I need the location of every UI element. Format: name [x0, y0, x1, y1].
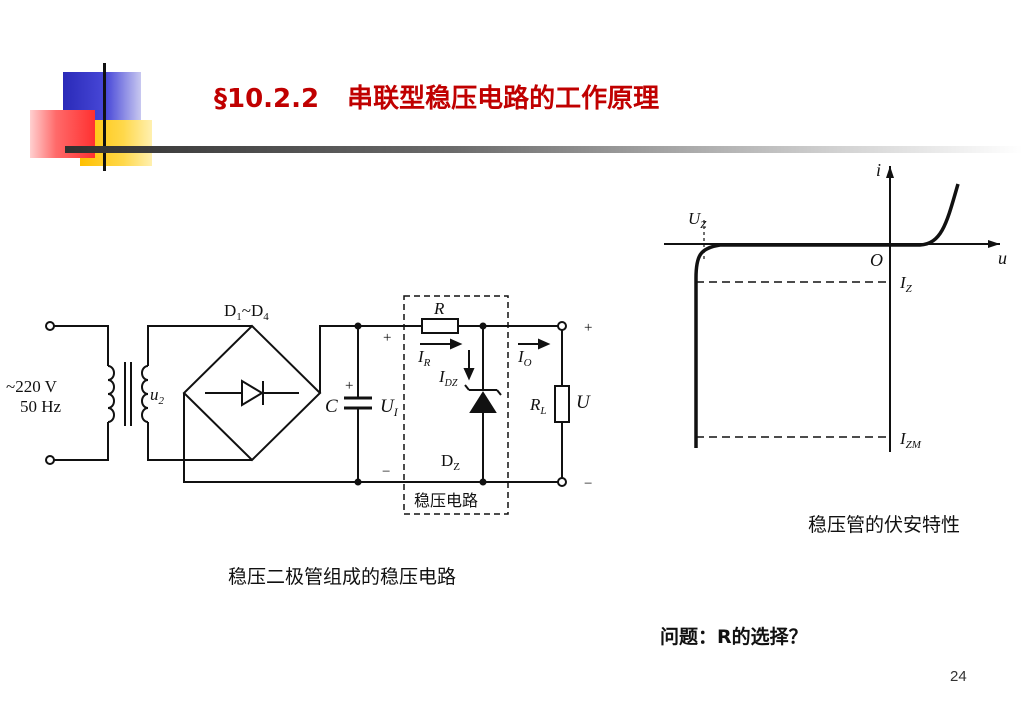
input-voltage-label: UI [380, 396, 399, 419]
plus-sign-top: + [383, 330, 391, 346]
secondary-voltage-label: u2 [150, 385, 165, 407]
iz-label: IZ [899, 273, 913, 295]
secondary-coil [141, 365, 149, 423]
load-resistor-label: RL [529, 395, 547, 417]
capacitor-label: C [325, 396, 338, 417]
bridge-rectifier [182, 324, 322, 462]
resistor-r-label: R [433, 299, 445, 318]
title-underline [65, 146, 1023, 153]
junction-dot [354, 478, 362, 486]
primary-coil [107, 365, 115, 423]
junction-dot [479, 478, 487, 486]
circuit-caption: 稳压二极管组成的稳压电路 [228, 566, 457, 588]
junction-dot [479, 322, 487, 330]
regulator-dashed-box [403, 295, 509, 515]
positive-rail-left [319, 325, 422, 393]
u-axis-label: u [998, 248, 1007, 268]
capacitor-plus-sign: + [345, 378, 353, 394]
resistor-r [421, 318, 459, 334]
section-number: §10.2.2 [214, 84, 320, 114]
io-label: IO [517, 347, 532, 369]
vi-curve [694, 183, 960, 448]
zener-diode-symbol [469, 391, 497, 413]
input-terminal-top [45, 321, 55, 331]
idz-label: IDZ [438, 367, 458, 389]
zener-vi-characteristic-diagram: i u O UZ IZ IZM [664, 160, 1007, 452]
i-axis-label: i [876, 160, 881, 180]
output-minus-sign: − [584, 476, 592, 492]
output-plus-sign: + [584, 320, 592, 336]
zener-label: DZ [441, 451, 460, 473]
title-text: 串联型稳压电路的工作原理 [347, 84, 660, 114]
minus-sign-bottom: − [382, 464, 390, 480]
vi-curve-caption: 稳压管的伏安特性 [808, 514, 961, 536]
input-terminal-bottom [45, 455, 55, 465]
primary-wires [54, 325, 109, 461]
regulator-box-label: 稳压电路 [414, 491, 478, 510]
uz-label: UZ [688, 209, 707, 231]
page-number: 24 [950, 668, 967, 685]
source-voltage-label: ~220 V [6, 377, 58, 396]
output-terminal-bottom [557, 477, 567, 487]
regulator-circuit-diagram: ~220 V 50 Hz u2 D1~D4 C + UI + − R IR ID… [6, 295, 592, 515]
question-text: 问题：R的选择？ [660, 626, 808, 648]
deco-vertical-line [103, 63, 106, 171]
secondary-wires [147, 325, 252, 461]
page-title: §10.2.2 串联型稳压电路的工作原理 [214, 78, 659, 115]
output-voltage-label: U [576, 392, 591, 413]
load-resistor-rl [554, 385, 570, 423]
junction-dot [354, 322, 362, 330]
zener-diode-bar [464, 384, 502, 396]
bridge-label: D1~D4 [224, 301, 269, 323]
output-terminal-top [557, 321, 567, 331]
ir-label: IR [417, 347, 431, 369]
origin-label: O [870, 250, 883, 270]
izm-label: IZM [899, 429, 922, 451]
negative-rail [183, 393, 562, 483]
source-frequency-label: 50 Hz [20, 397, 62, 416]
bridge-diode-symbol [241, 379, 264, 407]
